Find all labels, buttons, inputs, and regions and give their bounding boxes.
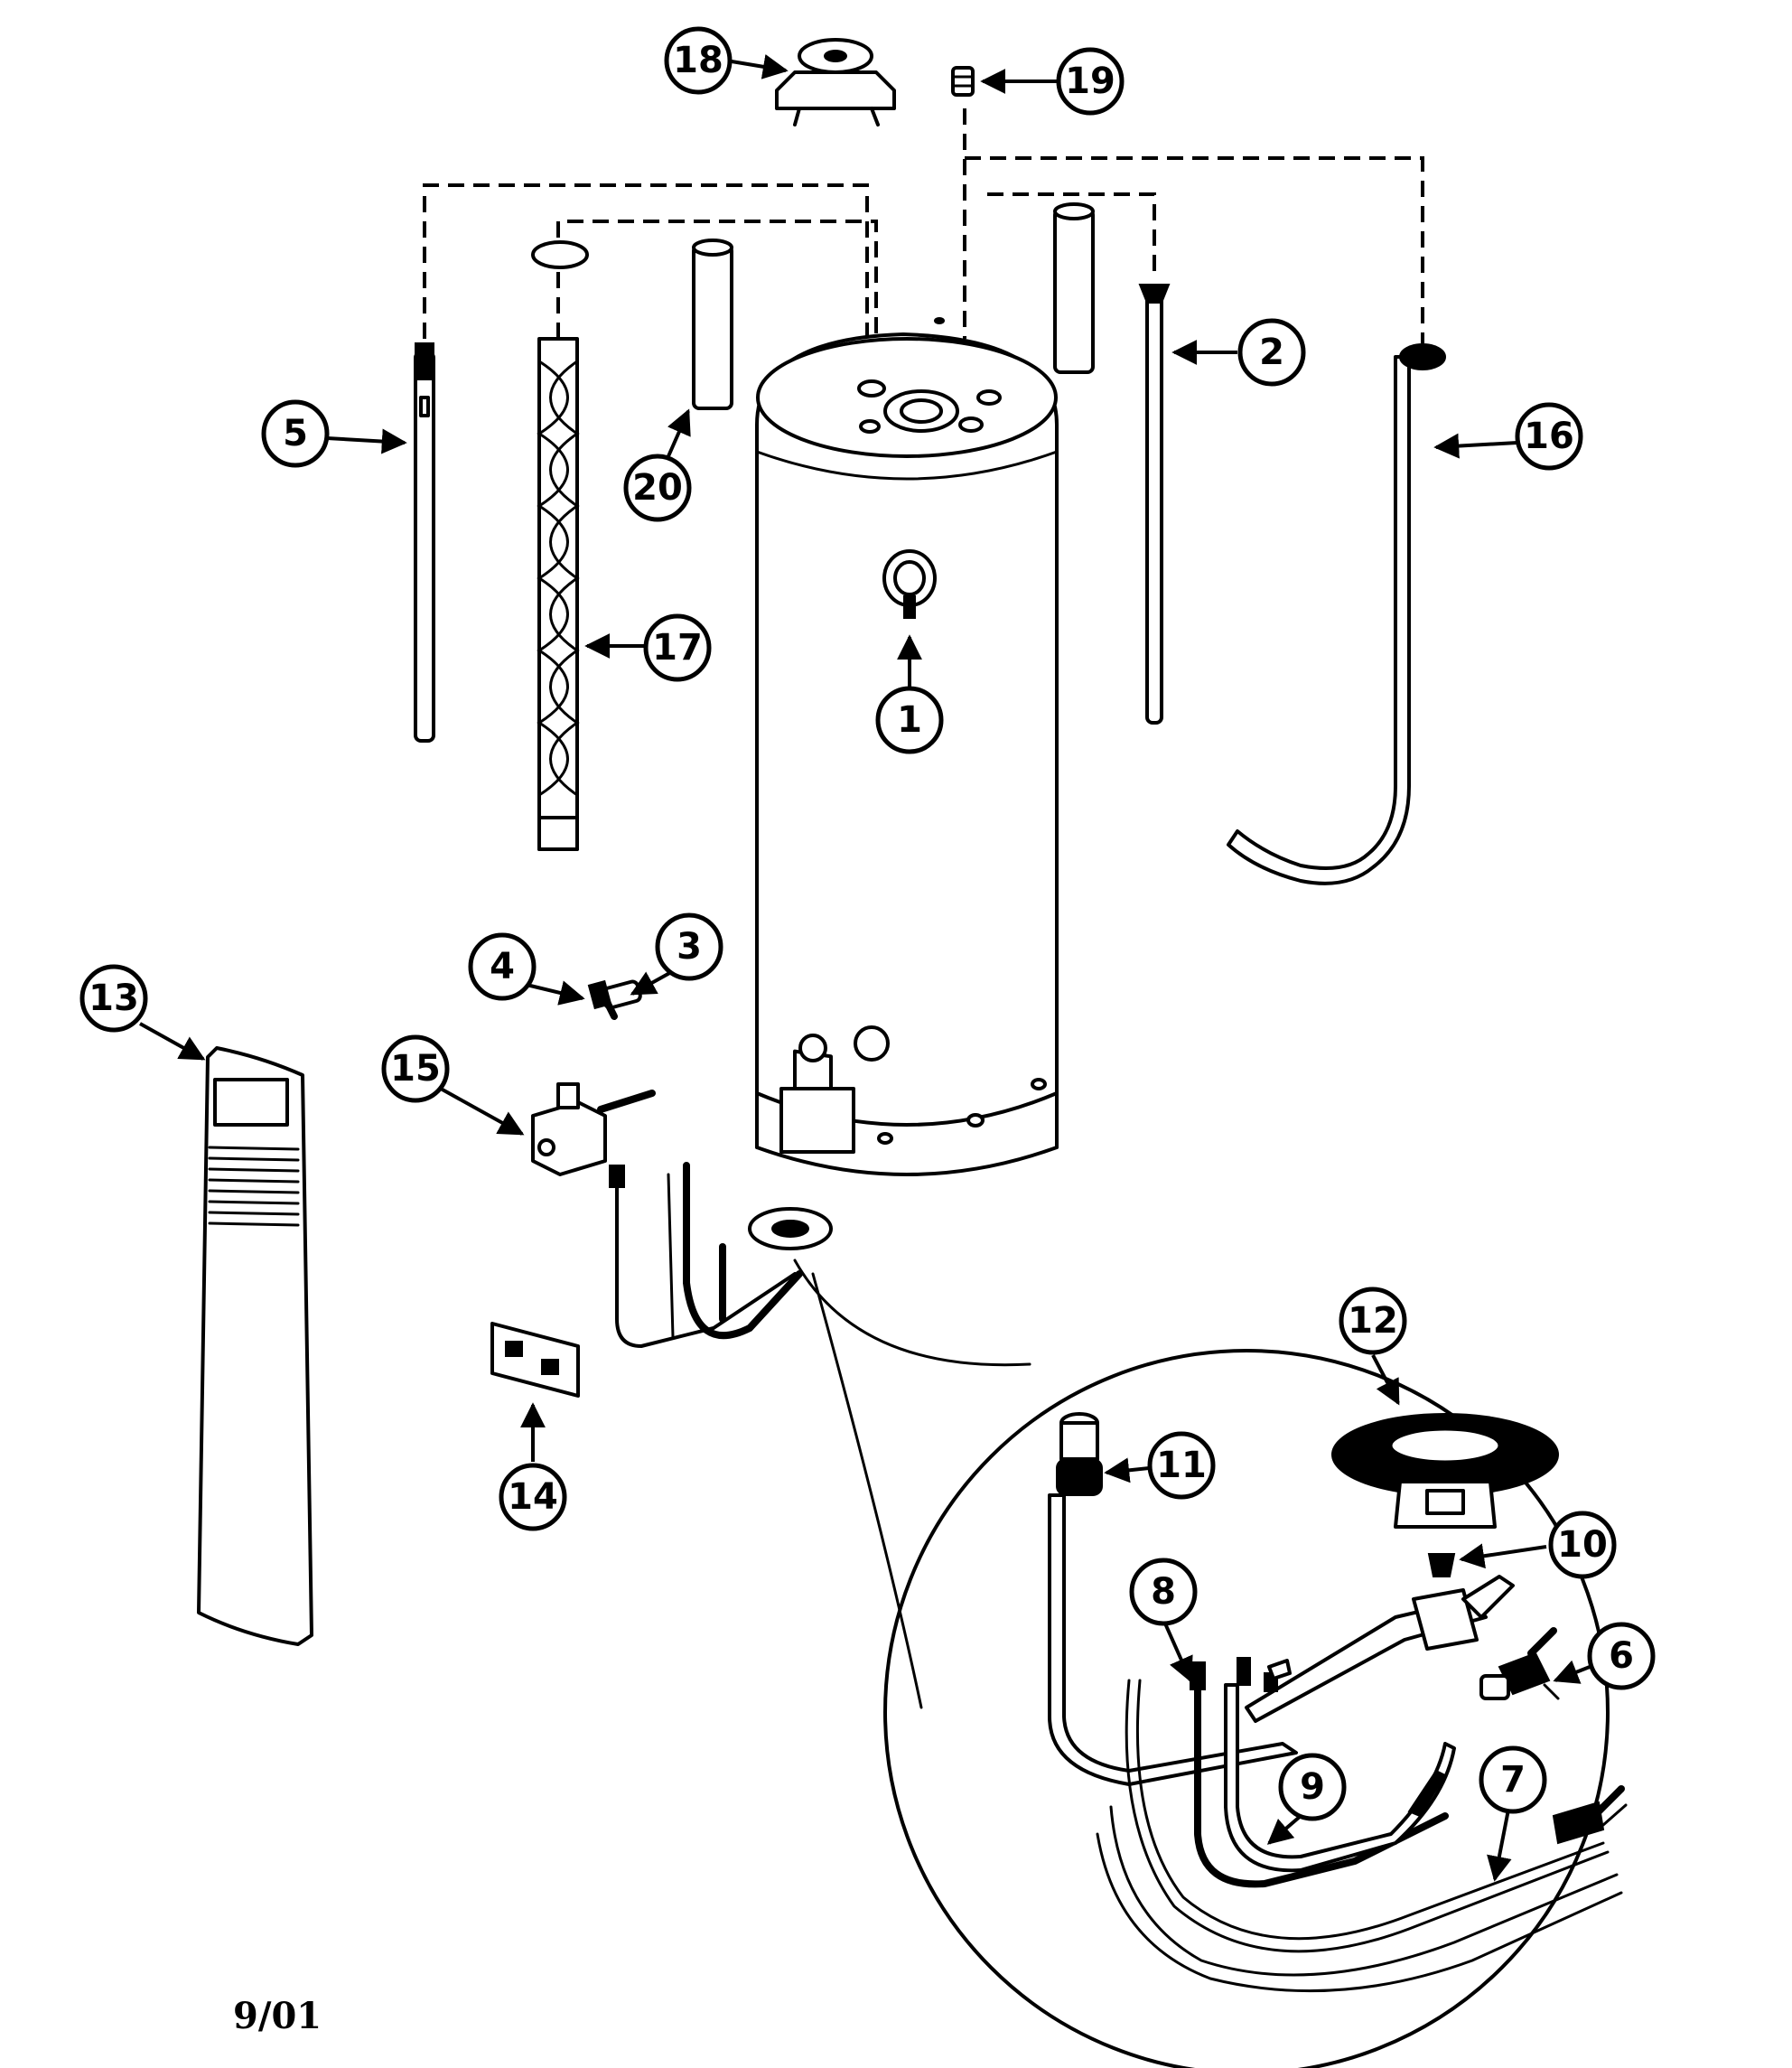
callout-16: 16 [1433,402,1583,471]
callout-label-1: 1 [897,699,922,741]
callout-13: 13 [79,964,206,1061]
dashed-connector-lines [423,108,1424,343]
callout-5: 5 [261,399,407,468]
curved-rod-part [1227,343,1446,885]
flue-cap-part [775,38,896,126]
callout-label-17: 17 [652,627,703,669]
callout-label-19: 19 [1065,61,1115,102]
callout-17: 17 [584,613,712,682]
callout-6: 6 [1553,1622,1656,1690]
orifice-part [1427,1553,1456,1577]
callout-label-18: 18 [673,40,723,81]
callout-label-9: 9 [1300,1766,1325,1808]
callout-18: 18 [664,26,789,95]
callout-label-12: 12 [1348,1300,1398,1342]
front-cover-panel-part [197,1046,313,1646]
pilot-assembly-part [1552,1785,1628,1845]
callout-12: 12 [1339,1287,1407,1406]
callout-label-3: 3 [677,926,702,968]
rod-part [1138,284,1171,725]
thermocouple-part [1190,1657,1456,1888]
callout-4: 4 [468,932,585,1006]
callout-label-6: 6 [1609,1635,1634,1677]
nipple-part-left [692,239,733,410]
vent-grille [208,1146,300,1227]
callout-label-16: 16 [1524,416,1574,457]
label-decal-part [490,1322,580,1398]
callout-15: 15 [381,1034,525,1136]
callout-20: 20 [623,408,692,522]
manifold-tube-part [1245,1575,1515,1723]
callout-8: 8 [1129,1558,1198,1683]
nipple-part-right [1053,202,1095,374]
plug-part [951,66,975,97]
callout-label-5: 5 [283,413,308,454]
callout-label-13: 13 [89,978,139,1019]
callout-9: 9 [1266,1753,1347,1845]
burner-ring-part [1331,1413,1559,1529]
burner-assembly-part [609,1162,833,1348]
callout-label-15: 15 [390,1048,441,1090]
callout-label-10: 10 [1557,1524,1608,1566]
callout-19: 19 [980,47,1125,116]
callout-label-4: 4 [490,946,515,987]
detail-magnifier [793,1259,1610,2068]
callout-label-11: 11 [1156,1445,1207,1486]
fitting-part [1048,1412,1298,1786]
callout-label-20: 20 [632,467,683,509]
callout-1: 1 [875,634,944,754]
pilot-fitting-part [1264,1659,1292,1692]
callout-14: 14 [499,1402,567,1531]
callout-11: 11 [1104,1431,1216,1500]
date-code: 9/01 [233,1995,322,2037]
callout-label-7: 7 [1500,1759,1526,1801]
callout-10: 10 [1459,1511,1617,1579]
callout-label-8: 8 [1151,1571,1176,1613]
dip-tube-spiral-part [531,240,589,851]
callout-3: 3 [630,912,723,996]
callout-7: 7 [1479,1745,1547,1882]
drain-valve-part [587,979,642,1020]
igniter-part [1479,1627,1560,1700]
callout-label-2: 2 [1259,332,1284,373]
gas-control-valve-part [531,1082,656,1176]
anode-rod-part [414,342,435,743]
callout-label-14: 14 [508,1476,558,1518]
callout-2: 2 [1171,318,1306,387]
pilot-tubing-part [1096,1679,1623,1993]
